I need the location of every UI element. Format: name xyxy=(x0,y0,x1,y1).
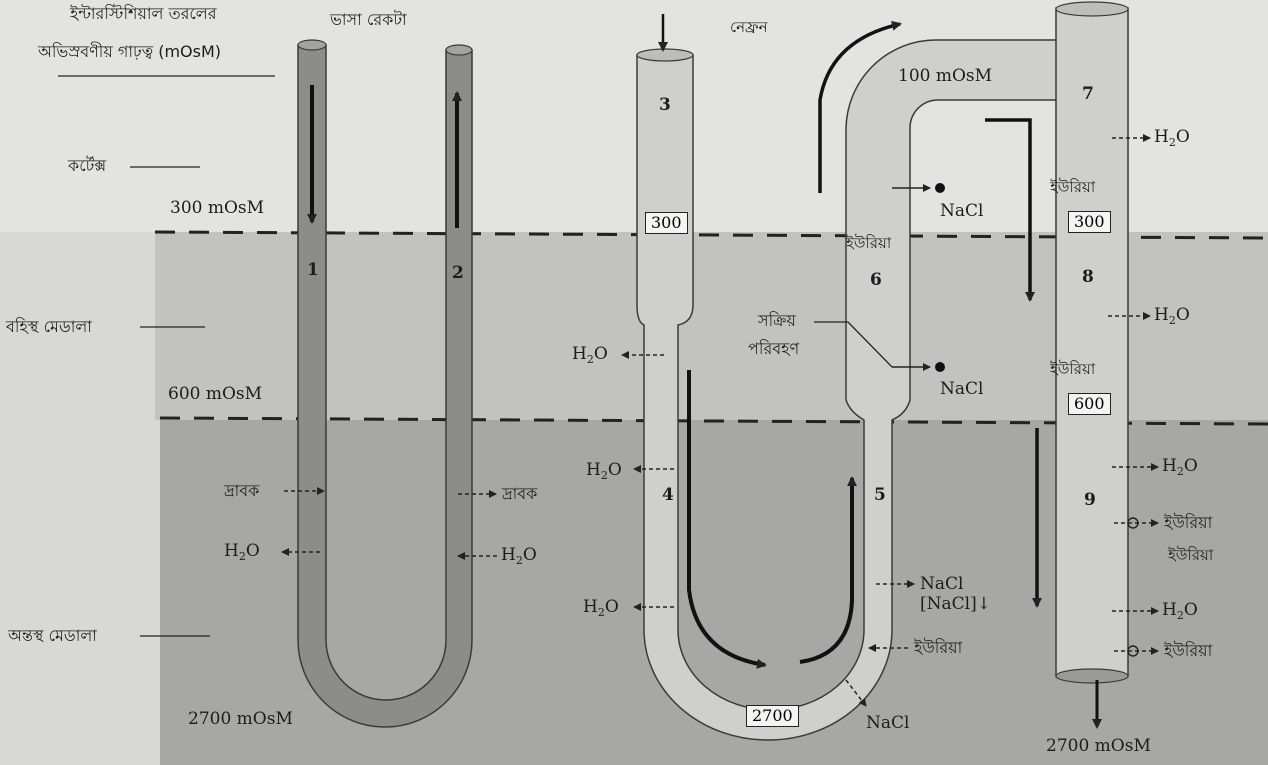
nacl-label-bottom: NaCl xyxy=(866,715,909,732)
active-pump-2 xyxy=(935,362,945,372)
h2o-label-duct-3: H2O xyxy=(1162,458,1198,475)
inner-medulla-label: অন্তস্থ মেডালা xyxy=(8,628,97,644)
interstitial-heading-line2: অভিস্রবণীয় গাঢ়ত্ব (mOsM) xyxy=(38,44,221,60)
conc-2700-label-left: 2700 mOsM xyxy=(188,711,293,728)
conc-100-label: 100 mOsM xyxy=(898,68,992,85)
h2o-label-right: H2O xyxy=(501,547,537,564)
outer-medulla-label: বহিস্থ মেডালা xyxy=(6,319,92,335)
active-transport-label-2: পরিবহণ xyxy=(748,341,799,357)
active-transport-label-1: সক্রিয় xyxy=(758,313,796,329)
descending-limb-inlet xyxy=(637,49,693,61)
segment-7: 7 xyxy=(1082,86,1094,103)
urea-label-thin: ইউরিয়া xyxy=(914,640,962,656)
osm-box-600-duct: 600 xyxy=(1068,393,1111,415)
vasa-recta-outlet-cap xyxy=(446,45,472,55)
h2o-label-duct-2: H2O xyxy=(1154,307,1190,324)
nacl-label-cortex: NaCl xyxy=(940,203,983,220)
osm-box-300-duct: 300 xyxy=(1068,211,1111,233)
urea-conc-duct-3: ইউরিয়া xyxy=(1168,548,1213,563)
collecting-duct-bottom xyxy=(1056,669,1128,683)
segment-2: 2 xyxy=(452,265,464,282)
segment-6: 6 xyxy=(870,272,882,289)
vasa-recta-title: ভাসা রেকটা xyxy=(330,12,407,28)
conc-2700-label-bottom: 2700 mOsM xyxy=(1046,738,1151,755)
urea-conc-ascending: ইউরিয়া xyxy=(846,236,891,251)
solute-label-right: দ্রাবক xyxy=(502,486,537,502)
h2o-label-desc-1: H2O xyxy=(572,346,608,363)
h2o-label-duct-4: H2O xyxy=(1162,602,1198,619)
interstitial-heading-line1: ইন্টারস্টিশিয়াল তরলের xyxy=(70,6,217,22)
conc-600-label: 600 mOsM xyxy=(168,386,262,403)
nacl-label-thin: NaCl xyxy=(920,576,963,593)
vasa-recta-inlet-cap xyxy=(298,40,326,50)
osm-box-300-descending: 300 xyxy=(645,212,688,234)
urea-conc-duct-1: ইউরিয়া xyxy=(1050,180,1095,195)
solute-label-left: দ্রাবক xyxy=(224,483,259,499)
segment-3: 3 xyxy=(659,97,671,114)
h2o-label-left: H2O xyxy=(224,543,260,560)
h2o-label-desc-2: H2O xyxy=(586,462,622,479)
nacl-label-outer: NaCl xyxy=(940,381,983,398)
nacl-decrease-label: [NaCl]↓ xyxy=(920,596,991,613)
urea-conc-duct-2: ইউরিয়া xyxy=(1050,362,1095,377)
h2o-label-desc-3: H2O xyxy=(583,599,619,616)
h2o-label-duct-1: H2O xyxy=(1154,129,1190,146)
segment-9: 9 xyxy=(1084,492,1096,509)
segment-5: 5 xyxy=(874,487,886,504)
urea-label-duct-1: ইউরিয়া xyxy=(1164,515,1212,531)
collecting-duct-tube xyxy=(1056,8,1128,676)
segment-4: 4 xyxy=(662,487,674,504)
nephron-title: নেফ্রন xyxy=(730,20,768,35)
cortex-label: কর্টেক্স xyxy=(68,158,106,174)
segment-1: 1 xyxy=(307,262,319,279)
osm-box-2700-loop: 2700 xyxy=(746,705,799,727)
conc-300-label: 300 mOsM xyxy=(170,200,264,217)
active-pump-1 xyxy=(935,183,945,193)
urea-label-duct-2: ইউরিয়া xyxy=(1164,643,1212,659)
collecting-duct-top xyxy=(1056,2,1128,16)
segment-8: 8 xyxy=(1082,269,1094,286)
